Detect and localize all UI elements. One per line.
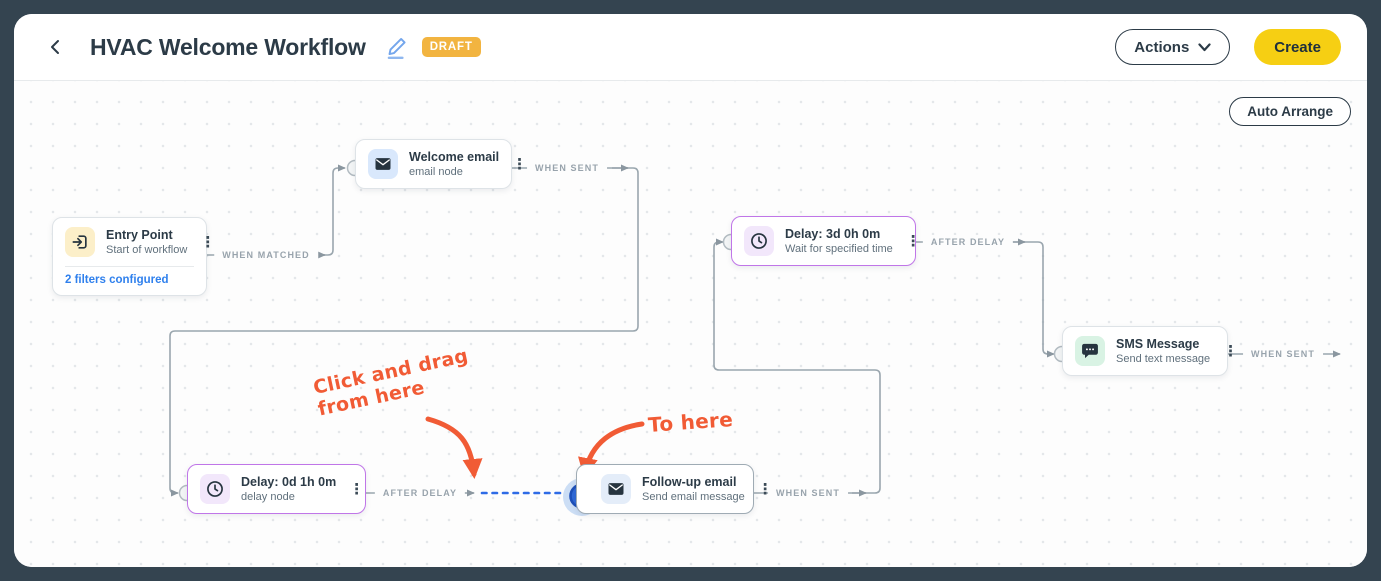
node-row: Follow-up email Send email message ⋮ [577,465,773,513]
annotation-arrow-from [425,416,483,479]
edge-label-when-sent-3: WHEN SENT [768,486,848,500]
node-text: SMS Message Send text message [1116,337,1210,365]
node-text: Entry Point Start of workflow [106,228,187,256]
node-delay-0d[interactable]: Delay: 0d 1h 0m delay node ⋮ [187,464,366,514]
edge-welcome-to-delay0d [169,167,639,497]
node-subtitle: Send email message [642,491,745,503]
filters-configured-link[interactable]: 2 filters configured [65,274,169,286]
node-row: Delay: 0d 1h 0m delay node ⋮ [188,465,365,513]
kebab-menu-icon[interactable]: ⋮ [512,155,528,173]
email-icon [368,149,398,179]
node-text: Delay: 0d 1h 0m delay node [241,475,336,503]
edge-label-when-sent-2: WHEN SENT [1243,347,1323,361]
chevron-left-icon [51,40,59,54]
node-delay-3d[interactable]: Delay: 3d 0h 0m Wait for specified time … [731,216,921,266]
node-subtitle: Start of workflow [106,244,188,256]
clock-icon [200,474,230,504]
pencil-icon [387,38,406,60]
node-text: Welcome email email node [409,150,499,178]
node-row: Welcome email email node ⋮ [356,140,527,188]
edge-label-when-sent-1: WHEN SENT [527,161,607,175]
node-welcome-email[interactable]: Welcome email email node ⋮ [355,139,527,189]
node-title: Follow-up email [642,475,737,489]
auto-arrange-button[interactable]: Auto Arrange [1229,97,1351,126]
edge-label-after-delay-2: AFTER DELAY [374,486,466,500]
edge-entry-to-welcome [207,164,346,256]
app-window: HVAC Welcome Workflow DRAFT Actions Crea… [14,14,1367,567]
chevron-down-icon [1198,42,1211,51]
edge-followup-to-delay3d [713,238,881,494]
edit-pencil-icon[interactable] [384,34,410,60]
create-button[interactable]: Create [1254,29,1341,65]
node-subtitle: Send text message [1116,353,1211,365]
actions-button-label: Actions [1134,38,1190,56]
node-sms-message[interactable]: SMS Message Send text message ⋮ [1062,326,1238,376]
node-subtitle: delay node [241,491,295,503]
node-title: Delay: 3d 0h 0m [785,227,881,241]
actions-button[interactable]: Actions [1115,29,1231,65]
node-row: SMS Message Send text message ⋮ [1063,327,1238,375]
edge-label-after-delay-1: AFTER DELAY [922,235,1014,249]
email-icon [601,474,631,504]
node-title: SMS Message [1116,337,1200,351]
entry-icon [65,227,95,257]
page-title: HVAC Welcome Workflow [90,33,366,60]
workflow-canvas[interactable]: Auto Arrange [14,81,1367,567]
header-actions: Actions Create [1115,29,1341,65]
header: HVAC Welcome Workflow DRAFT Actions Crea… [14,14,1367,81]
node-text: Follow-up email Send email message [642,475,745,503]
node-text: Delay: 3d 0h 0m Wait for specified time [785,227,893,255]
status-badge: DRAFT [421,37,481,57]
node-divider [65,266,194,267]
node-row: Entry Point Start of workflow ⋮ [53,218,215,266]
node-entry-point[interactable]: Entry Point Start of workflow ⋮ 2 filter… [52,217,215,296]
node-followup-email[interactable]: Follow-up email Send email message ⋮ [576,464,773,514]
edge-label-when-matched: WHEN MATCHED [214,248,318,262]
back-button[interactable] [44,36,66,58]
kebab-menu-icon[interactable]: ⋮ [1223,342,1239,360]
edge-delay3d-to-sms [916,241,1055,358]
node-subtitle: email node [409,166,463,178]
node-title: Delay: 0d 1h 0m [241,475,337,489]
sms-icon [1075,336,1105,366]
clock-icon [744,226,774,256]
kebab-menu-icon[interactable]: ⋮ [349,480,365,498]
node-row: Delay: 3d 0h 0m Wait for specified time … [732,217,921,265]
node-title: Entry Point [106,228,173,242]
kebab-menu-icon[interactable]: ⋮ [200,233,216,251]
node-title: Welcome email [409,150,500,164]
node-subtitle: Wait for specified time [785,243,893,255]
kebab-menu-icon[interactable]: ⋮ [757,480,773,498]
kebab-menu-icon[interactable]: ⋮ [905,232,921,250]
